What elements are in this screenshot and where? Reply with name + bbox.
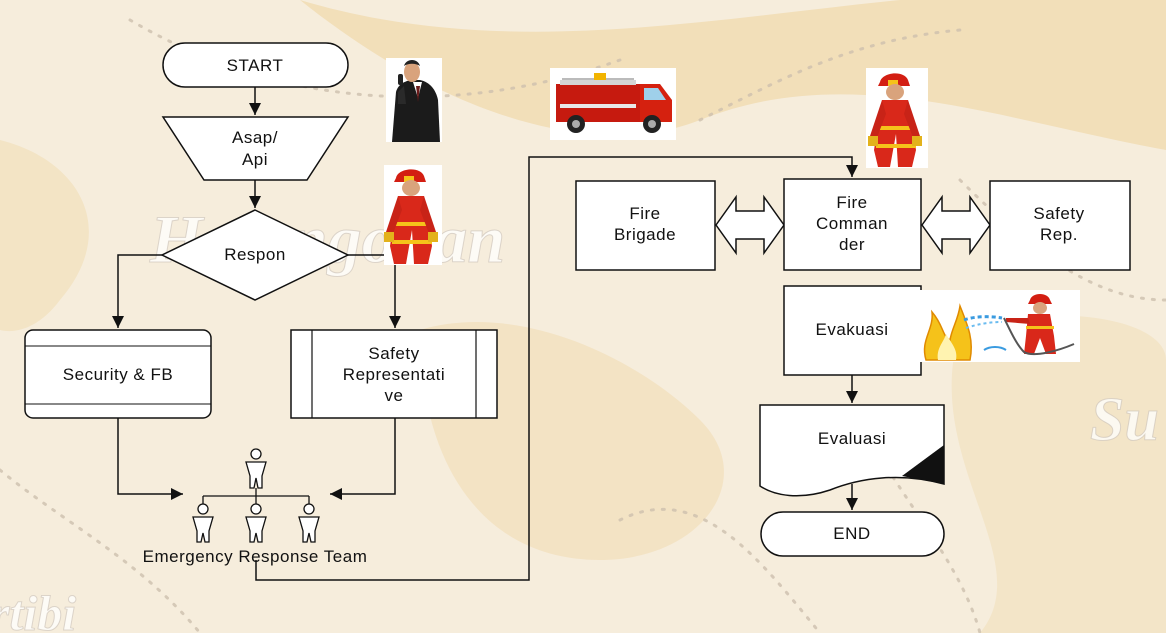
- background-sand-top: [300, 0, 1166, 150]
- fire-brigade-label-line2: Brigade: [614, 225, 676, 244]
- team-member-icon: [298, 503, 320, 543]
- fire-commander-label-line1: Fire: [836, 193, 867, 212]
- fire-commander-label-line3: der: [839, 235, 865, 254]
- fire-commander-label-line2: Comman: [816, 214, 888, 233]
- watermark-text-bottom: rtibi: [0, 585, 76, 633]
- background-sand-right: [951, 315, 1166, 633]
- emergency-response-team-icon: [192, 448, 320, 543]
- connector-respon-to-safety: [348, 254, 401, 328]
- firefighter-icon: [384, 165, 442, 265]
- start-label: START: [227, 56, 284, 75]
- security-fb-node: Security & FB: [24, 329, 212, 419]
- safety-rep-label-line1: Safety: [1033, 204, 1084, 223]
- fire-truck-icon: [550, 68, 676, 140]
- respon-decision: Respon: [160, 209, 350, 301]
- evaluasi-fold-corner: [902, 445, 944, 484]
- team-member-icon: [245, 503, 267, 543]
- safety-rep-label-line2: Rep.: [1040, 225, 1078, 244]
- team-member-icon: [192, 503, 214, 543]
- evaluasi-label: Evaluasi: [818, 429, 886, 448]
- connector-security-to-team: [117, 418, 183, 500]
- emergency-response-team-label: Emergency Response Team: [143, 547, 368, 566]
- background-sand-left: [0, 140, 89, 332]
- end-label: END: [833, 524, 870, 543]
- asap-api-node: Asap/ Api: [161, 116, 350, 181]
- fire-brigade-label-line1: Fire: [629, 204, 660, 223]
- firefighter-hose-fire-icon: [920, 290, 1080, 362]
- start-terminal: START: [162, 42, 349, 88]
- team-leader-icon: [245, 448, 267, 489]
- evakuasi-node: Evakuasi: [783, 285, 922, 376]
- fire-brigade-node: Fire Brigade: [575, 180, 716, 271]
- person-on-phone-icon: [386, 58, 442, 142]
- watermark-text-right: Su: [1090, 386, 1159, 454]
- asap-api-label-line1: Asap/: [232, 128, 278, 147]
- firefighter-icon: [866, 68, 928, 168]
- safety-rep-node: Safety Rep.: [989, 180, 1131, 271]
- safety-representative-label-line3: ve: [385, 386, 404, 405]
- connector-safety-to-team: [330, 418, 396, 500]
- asap-api-label-line2: Api: [242, 150, 268, 169]
- connector-team-to-fire-commander: [255, 156, 858, 581]
- safety-representative-node: Safety Representati ve: [290, 329, 498, 419]
- double-arrow-brigade-commander: [715, 194, 785, 256]
- security-fb-label: Security & FB: [63, 365, 173, 384]
- double-arrow-commander-safety: [921, 194, 991, 256]
- fire-commander-node: Fire Comman der: [783, 178, 922, 271]
- evaluasi-document-node: Evaluasi: [759, 404, 945, 497]
- evakuasi-label: Evakuasi: [816, 320, 889, 339]
- safety-representative-label-line2: Representati: [343, 365, 445, 384]
- safety-representative-label-line1: Safety: [368, 344, 419, 363]
- end-terminal: END: [760, 511, 945, 557]
- respon-label: Respon: [224, 245, 286, 264]
- connector-respon-to-security: [112, 254, 162, 328]
